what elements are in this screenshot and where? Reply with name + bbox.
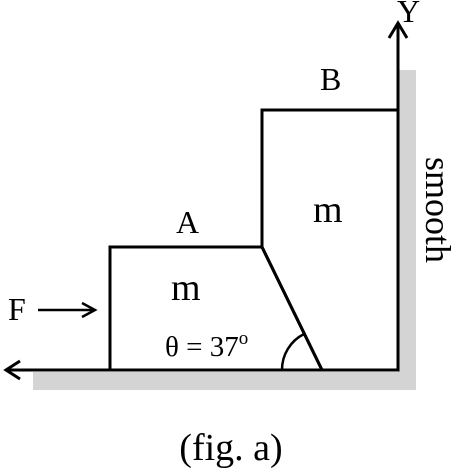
y-axis-arrow-head [387,20,409,39]
block-b-mass: m [313,189,343,231]
block-b-label: B [320,61,341,97]
figure-caption: (fig. a) [179,427,282,469]
angle-degree-mark: o [239,328,249,349]
block-a [108,245,325,372]
block-a-label: A [176,204,199,240]
block-a-mass: m [171,267,201,309]
ground-arrow-head [3,359,21,381]
angle-label: θ = 37o [165,328,248,363]
wall-shading [398,70,416,390]
force-label: F [8,291,26,327]
angle-arc [280,332,305,371]
angle-value: θ = 37 [165,331,239,363]
block-b [260,108,400,372]
force-arrow-head [81,301,98,319]
y-axis-label: Y [397,0,420,29]
ground-shading [33,372,416,390]
wall-label: smooth [418,157,458,263]
